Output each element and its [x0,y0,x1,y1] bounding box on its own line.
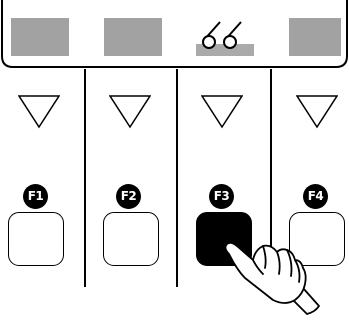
triangle-down-icon [18,95,60,129]
display-slot-3 [196,18,254,56]
pointing-hand-icon [215,234,335,320]
f2-label: F2 [116,184,141,209]
f1-label: F1 [23,184,48,209]
column-divider [84,69,86,287]
triangle-down-icon [201,95,243,129]
twin-circle-icon [196,18,254,56]
f4-label: F4 [303,184,328,209]
display-slot-2 [104,18,162,56]
triangle-down-icon [296,95,338,129]
f2-button[interactable] [103,212,159,266]
f1-button[interactable] [8,212,64,266]
triangle-down-icon [109,95,151,129]
display-slot-4 [289,18,341,56]
display-slot-1 [11,18,69,56]
column-divider [176,69,178,287]
f3-label: F3 [209,184,234,209]
